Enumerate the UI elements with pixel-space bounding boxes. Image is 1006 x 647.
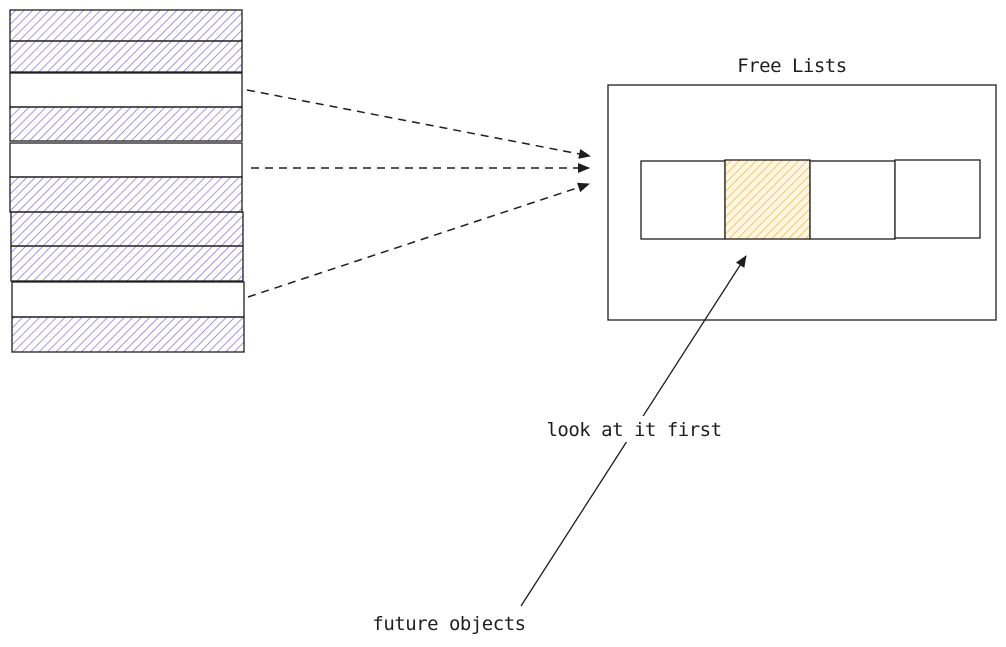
free-list-slot (809, 160, 896, 240)
memory-block-free (9, 72, 243, 108)
free-lists-title: Free Lists (737, 55, 846, 77)
free-list-slots (640, 159, 981, 240)
arrow-label-background (556, 416, 712, 442)
future-objects-label: future objects (372, 613, 525, 635)
free-list-slot (894, 159, 981, 239)
memory-block-used (10, 245, 244, 282)
pointer-arrow-1 (246, 89, 591, 159)
memory-block-used (10, 211, 244, 247)
memory-heap-column (9, 9, 245, 353)
memory-block-free (9, 142, 243, 178)
free-lists-container (607, 84, 997, 321)
pointer-arrow-3 (247, 182, 590, 298)
memory-block-used (9, 9, 243, 42)
memory-block-used (9, 40, 243, 73)
arrow-label: look at it first (546, 419, 721, 441)
memory-block-used (9, 106, 243, 142)
memory-block-used (11, 316, 245, 353)
free-block-pointers (246, 89, 591, 298)
memory-block-used (9, 176, 243, 213)
free-list-slot (640, 160, 726, 240)
memory-block-free (11, 281, 245, 318)
free-list-slot-highlighted (724, 159, 811, 240)
